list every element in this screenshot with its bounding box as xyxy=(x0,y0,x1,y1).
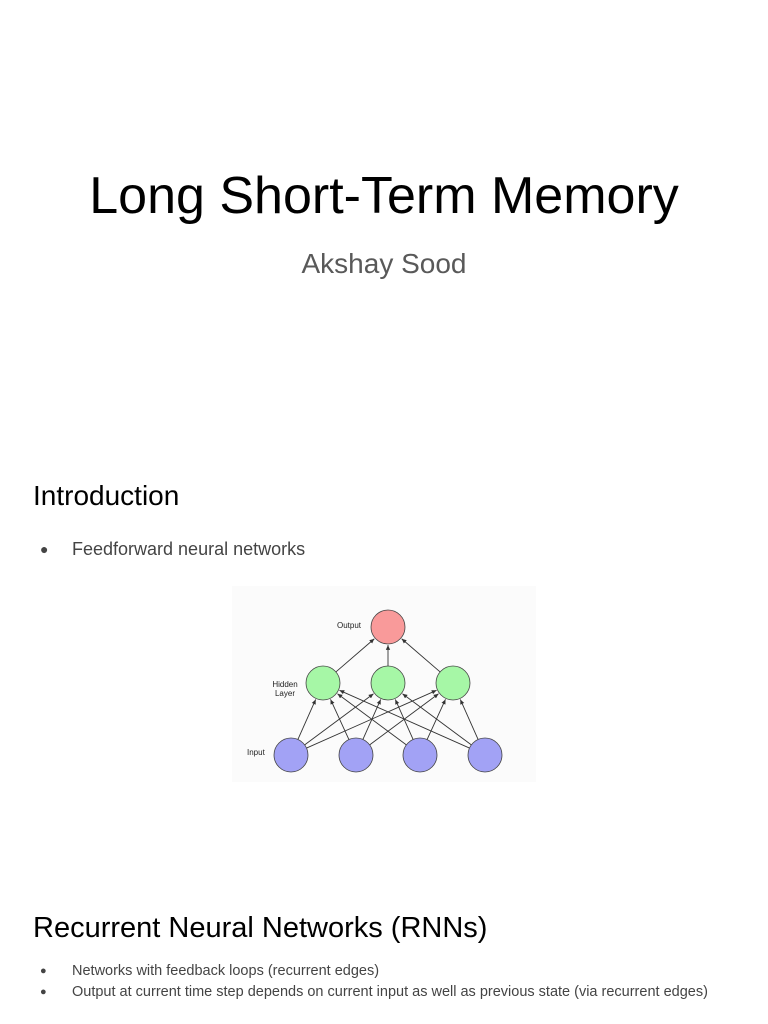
slide-subtitle-author: Akshay Sood xyxy=(301,248,467,279)
bullet-list: ● Networks with feedback loops (recurren… xyxy=(40,961,708,1003)
input-node xyxy=(338,737,374,773)
input-node xyxy=(467,737,503,773)
input-to-hidden-edge xyxy=(330,699,350,740)
network-edges xyxy=(297,638,479,749)
hidden-to-output-edge xyxy=(335,638,375,673)
bullet-item: ● Feedforward neural networks xyxy=(40,538,305,560)
input-to-hidden-edge xyxy=(339,689,470,749)
feedforward-network-diagram: Output Hidden Layer Input xyxy=(232,586,536,782)
hidden-node xyxy=(305,665,341,701)
rnn-slide: Recurrent Neural Networks (RNNs) ● Netwo… xyxy=(0,864,768,1024)
input-to-hidden-edge xyxy=(304,693,374,746)
input-to-hidden-edge xyxy=(297,699,317,740)
bullet-list: ● Feedforward neural networks xyxy=(40,538,305,560)
input-node xyxy=(273,737,309,773)
network-nodes xyxy=(273,609,503,773)
bullet-text: Feedforward neural networks xyxy=(72,539,306,559)
slide-heading: Recurrent Neural Networks (RNNs) xyxy=(33,912,488,944)
input-to-hidden-edge xyxy=(426,699,446,740)
input-to-hidden-edge xyxy=(459,699,479,740)
slide-heading: Introduction xyxy=(33,480,180,511)
input-to-hidden-edge xyxy=(402,693,472,746)
bullet-dot-icon: ● xyxy=(40,965,47,977)
bullet-item: ● Networks with feedback loops (recurren… xyxy=(40,961,708,982)
title-slide: Long Short-Term Memory Akshay Sood xyxy=(0,0,768,432)
output-node xyxy=(370,609,406,645)
input-layer-label: Input xyxy=(247,748,266,757)
introduction-slide: Introduction ● Feedforward neural networ… xyxy=(0,432,768,864)
bullet-text: Networks with feedback loops (recurrent … xyxy=(72,963,380,979)
bullet-dot-icon: ● xyxy=(40,541,49,557)
hidden-node xyxy=(370,665,406,701)
output-layer-label: Output xyxy=(337,621,362,630)
hidden-to-output-edge xyxy=(401,638,441,673)
input-to-hidden-edge xyxy=(337,693,407,746)
slide-title: Long Short-Term Memory xyxy=(89,167,679,225)
hidden-layer-label-line2: Layer xyxy=(275,689,295,698)
input-node xyxy=(402,737,438,773)
bullet-text: Output at current time step depends on c… xyxy=(72,984,708,1000)
hidden-layer-label-line1: Hidden xyxy=(272,680,297,689)
hidden-node xyxy=(435,665,471,701)
bullet-item: ● Output at current time step depends on… xyxy=(40,982,708,1003)
bullet-dot-icon: ● xyxy=(40,986,47,998)
